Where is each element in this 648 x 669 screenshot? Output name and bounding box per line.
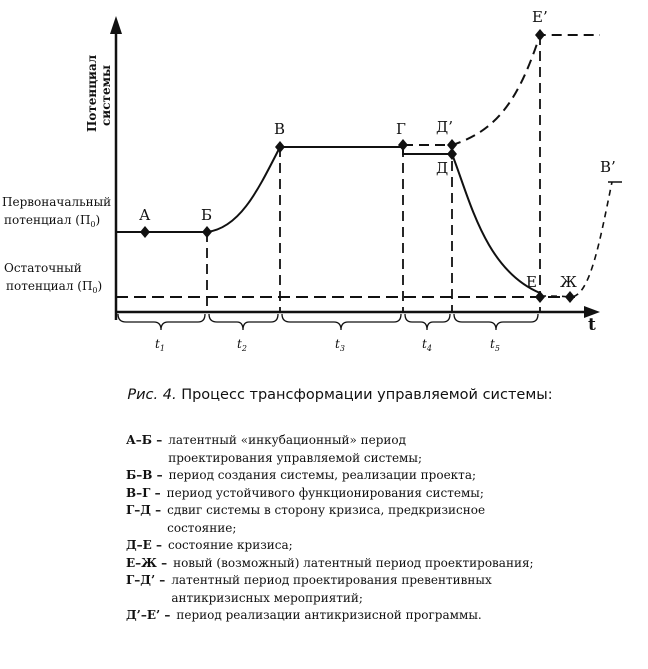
y-axis-label-line2: системы bbox=[99, 65, 113, 126]
interval-t4: t4 bbox=[422, 337, 432, 353]
transformation-diagram: Потенциал системы t Первоначальный потен… bbox=[2, 8, 622, 353]
label-e: Е bbox=[526, 273, 537, 291]
marker-e1 bbox=[535, 29, 545, 41]
legend-key: Г–Д – bbox=[126, 503, 162, 517]
label-a: А bbox=[139, 206, 151, 224]
label-g: Г bbox=[396, 120, 406, 138]
legend-key: В–Г – bbox=[126, 485, 161, 500]
marker-g bbox=[398, 139, 408, 151]
recovery-curve bbox=[539, 181, 613, 298]
x-axis-label: t bbox=[588, 315, 596, 335]
figure-caption: Рис. 4. Процесс трансформации управляемо… bbox=[60, 387, 620, 403]
marker-zh bbox=[565, 291, 575, 303]
y-axis-label-line1: Потенциал bbox=[85, 54, 99, 132]
marker-a bbox=[140, 226, 150, 238]
legend-key: Д’–Е’ – bbox=[126, 608, 171, 622]
legend-key: Б–В – bbox=[126, 468, 163, 482]
legend-text: сдвиг системы в сторону кризиса, предкри… bbox=[167, 503, 486, 535]
label-d1: Д’ bbox=[436, 118, 453, 136]
residual-potential-label-line2: потенциал (П0) bbox=[6, 279, 102, 295]
legend-item: Д–Е – состояние кризиса; bbox=[126, 537, 636, 555]
interval-t5: t5 bbox=[490, 337, 500, 353]
residual-potential-label-line1: Остаточный bbox=[4, 261, 82, 275]
legend-text: новый (возможный) латентный период проек… bbox=[173, 555, 534, 570]
legend: А–Б – латентный «инкубационный» период п… bbox=[126, 432, 636, 625]
legend-key: Г–Д’ – bbox=[126, 573, 166, 587]
legend-text: состояние кризиса; bbox=[168, 538, 293, 552]
legend-item: Б–В – период создания системы, реализаци… bbox=[126, 467, 636, 485]
legend-text: период создания системы, реализации прое… bbox=[168, 468, 477, 482]
interval-t2: t2 bbox=[237, 337, 247, 353]
legend-key: Д–Е – bbox=[126, 538, 162, 552]
legend-key: А–Б – bbox=[126, 433, 163, 447]
main-curve bbox=[116, 146, 541, 294]
y-axis-arrow bbox=[110, 16, 122, 34]
legend-item: А–Б – латентный «инкубационный» период п… bbox=[126, 432, 636, 467]
label-v1: В’ bbox=[600, 158, 616, 176]
x-axis-arrow bbox=[584, 306, 600, 318]
figure-caption-text: Процесс трансформации управляемой систем… bbox=[181, 387, 553, 403]
marker-d1 bbox=[447, 139, 457, 151]
initial-potential-label-line2: потенциал (П0) bbox=[4, 213, 100, 229]
figure-number: Рис. 4. bbox=[127, 387, 177, 403]
marker-v bbox=[275, 141, 285, 153]
point-markers bbox=[140, 29, 575, 303]
label-d: Д bbox=[436, 159, 448, 177]
legend-item: Г–Д – сдвиг системы в сторону кризиса, п… bbox=[126, 502, 636, 537]
legend-item: Д’–Е’ – период реализации антикризисной … bbox=[126, 607, 636, 625]
initial-potential-label-line1: Первоначальный bbox=[2, 195, 111, 209]
legend-item: Е–Ж – новый (возможный) латентный период… bbox=[126, 555, 636, 573]
label-e1: Е’ bbox=[532, 8, 548, 26]
legend-key: Е–Ж – bbox=[126, 555, 168, 570]
marker-b bbox=[202, 226, 212, 238]
legend-item: В–Г – период устойчивого функционировани… bbox=[126, 485, 636, 503]
marker-d bbox=[447, 148, 457, 160]
label-b: Б bbox=[201, 206, 212, 224]
interval-braces bbox=[117, 313, 539, 331]
marker-e bbox=[535, 291, 545, 303]
label-v: В bbox=[274, 120, 285, 138]
legend-text: латентный «инкубационный» период проекти… bbox=[168, 433, 422, 465]
legend-item: Г–Д’ – латентный период проектирования п… bbox=[126, 572, 636, 607]
interval-t3: t3 bbox=[335, 337, 345, 353]
label-zh: Ж bbox=[560, 273, 577, 291]
legend-text: латентный период проектирования превенти… bbox=[171, 573, 492, 605]
legend-text: период реализации антикризисной программ… bbox=[176, 608, 482, 622]
legend-text: период устойчивого функционирования сист… bbox=[166, 485, 484, 500]
anticrisis-curve bbox=[403, 34, 600, 146]
interval-t1: t1 bbox=[155, 337, 165, 353]
